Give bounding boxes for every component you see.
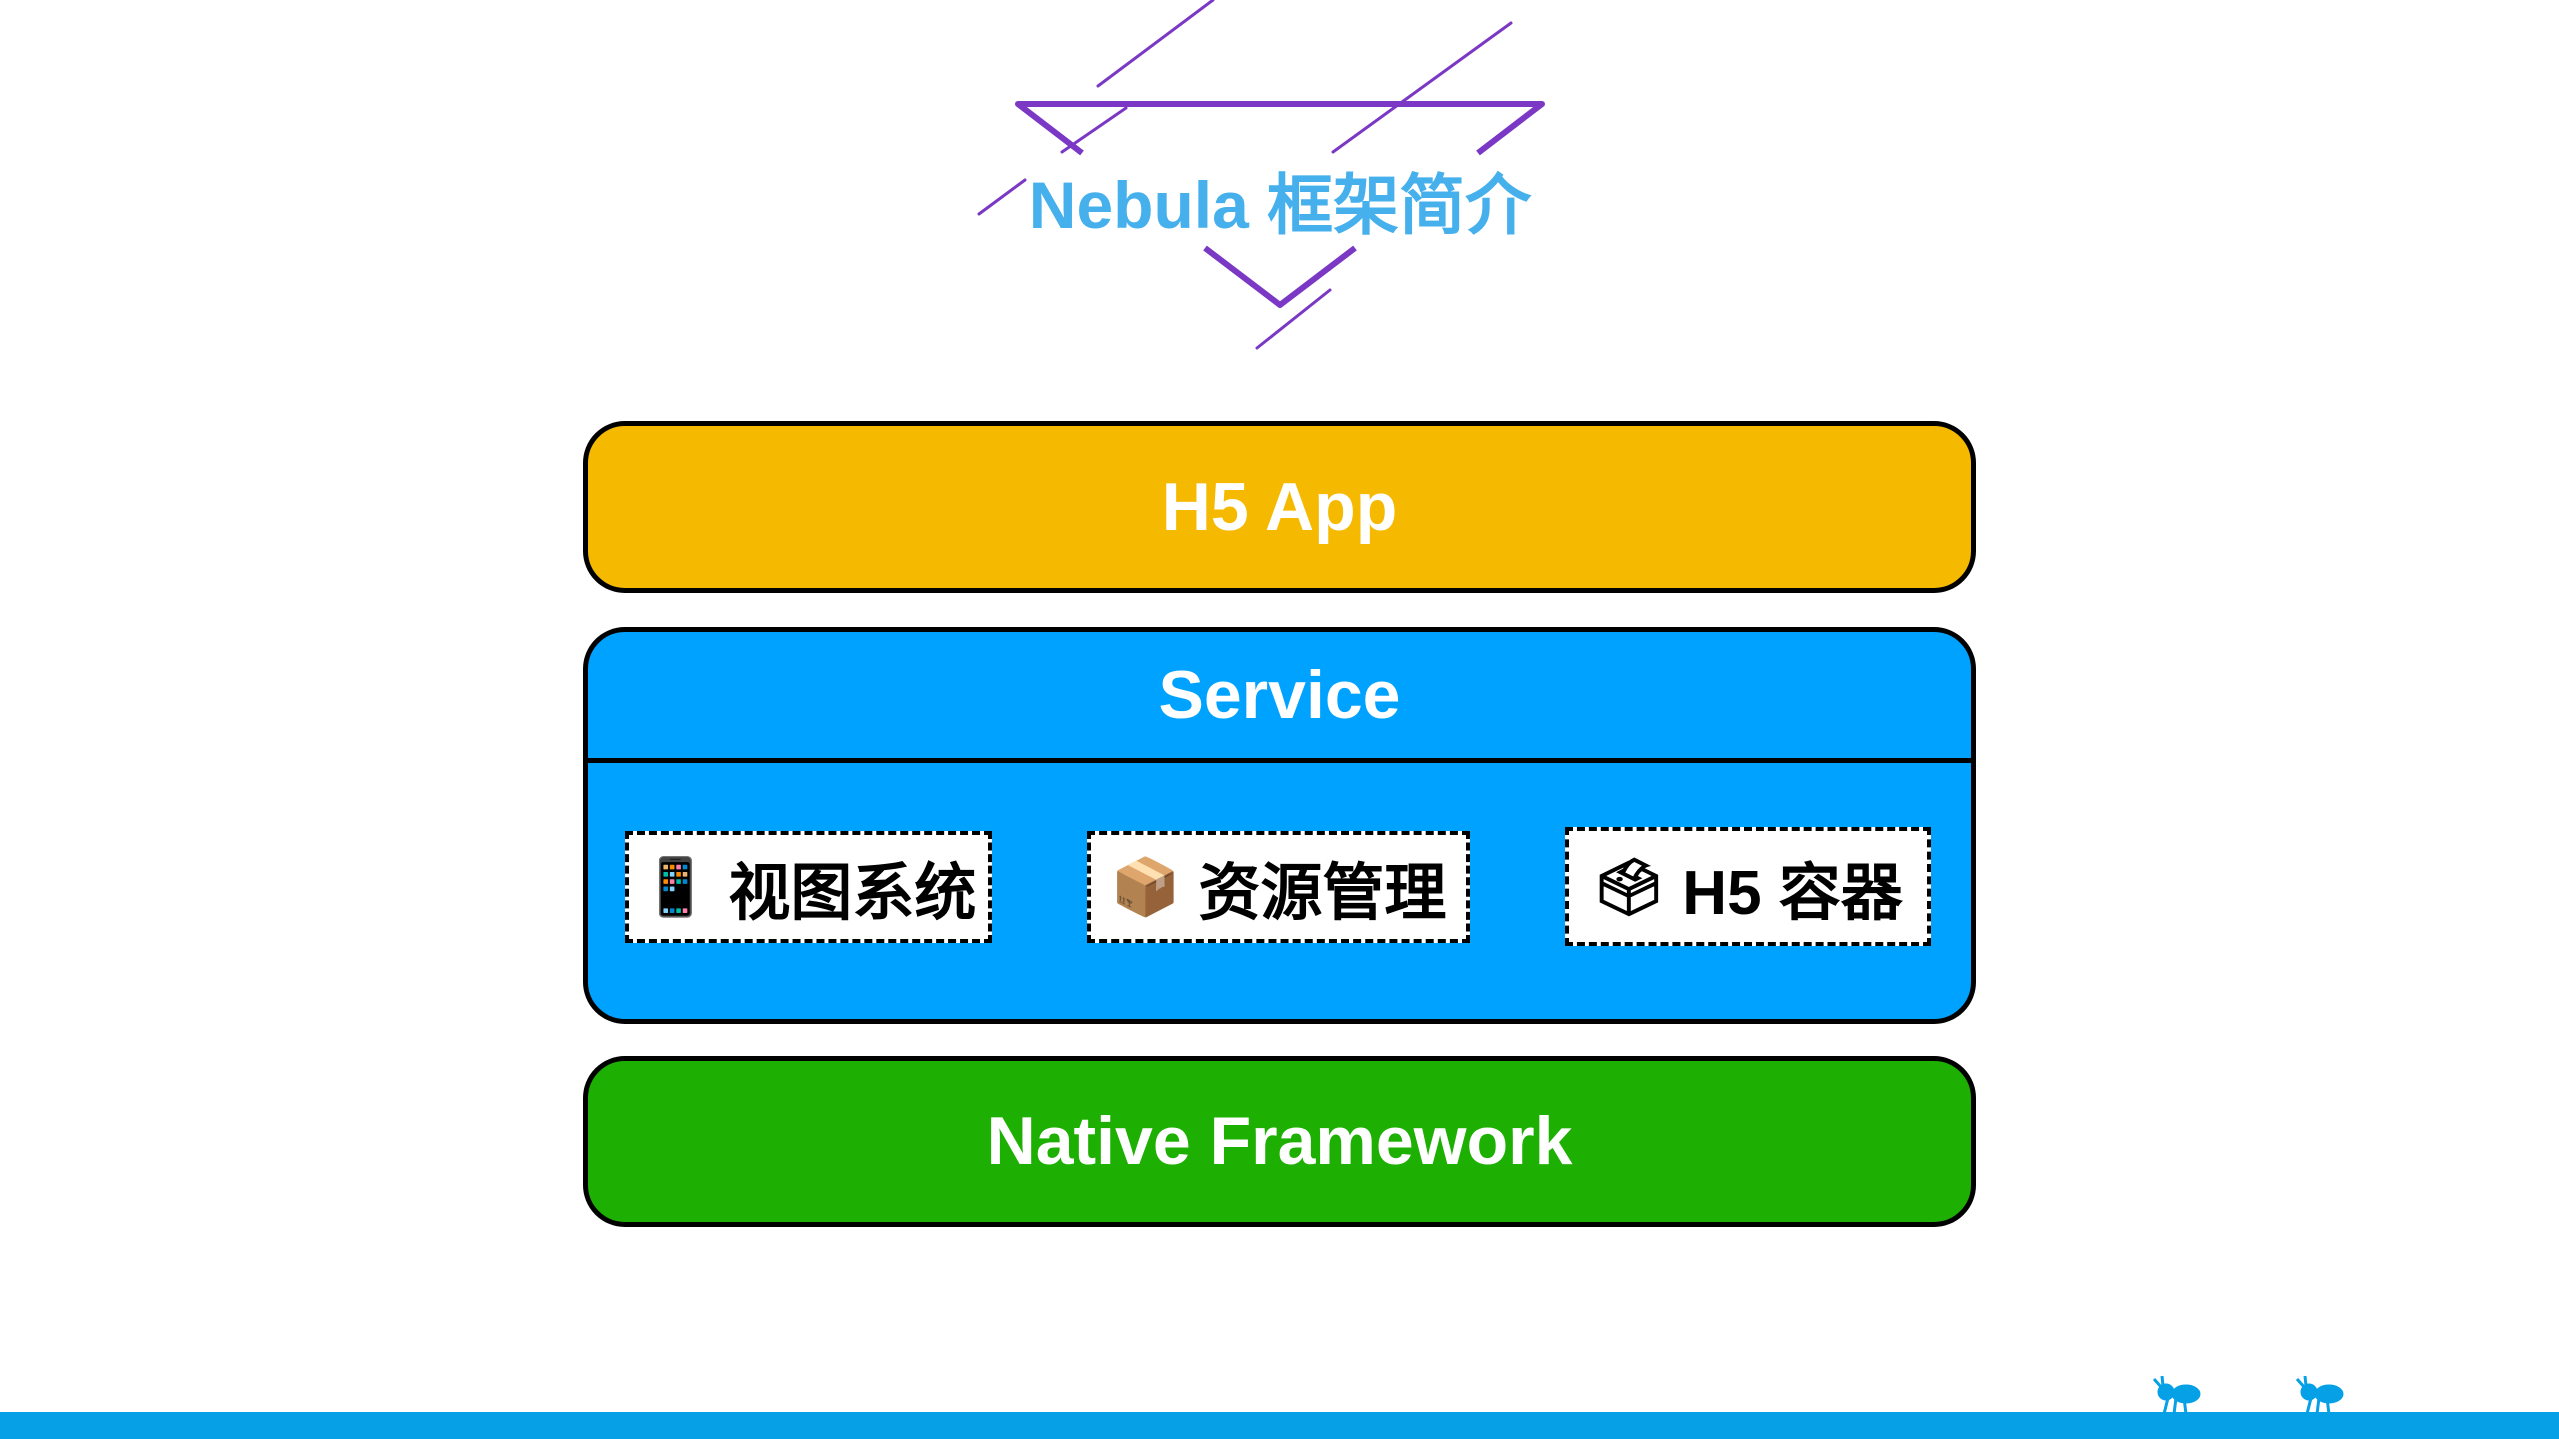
ballot-box-icon: 🗳	[1593, 854, 1665, 918]
page-title: Nebula 框架简介	[1028, 168, 1532, 242]
ant-icon	[2152, 1375, 2201, 1414]
module-label: 资源管理	[1198, 859, 1447, 928]
layer-h5-app: H5 App	[583, 421, 1976, 593]
module-h5-container: 🗳 H5 容器	[1565, 827, 1931, 946]
native-label: Native Framework	[986, 1103, 1573, 1179]
module-label: H5 容器	[1682, 858, 1903, 928]
layer-native-framework: Native Framework	[583, 1056, 1976, 1227]
h5-app-label: H5 App	[1161, 469, 1398, 545]
ant-icon	[2295, 1375, 2344, 1414]
service-label: Service	[588, 632, 1971, 763]
module-view-system: 📱 视图系统	[625, 831, 992, 943]
package-icon: 📦	[1110, 855, 1181, 918]
module-label: 视图系统	[728, 859, 977, 928]
layer-service: Service	[583, 627, 1976, 1024]
module-resource-management: 📦 资源管理	[1087, 831, 1470, 943]
mobile-phone-icon: 📱	[640, 855, 711, 918]
title-decoration	[977, 0, 1545, 350]
footer-bar	[0, 1412, 2559, 1439]
